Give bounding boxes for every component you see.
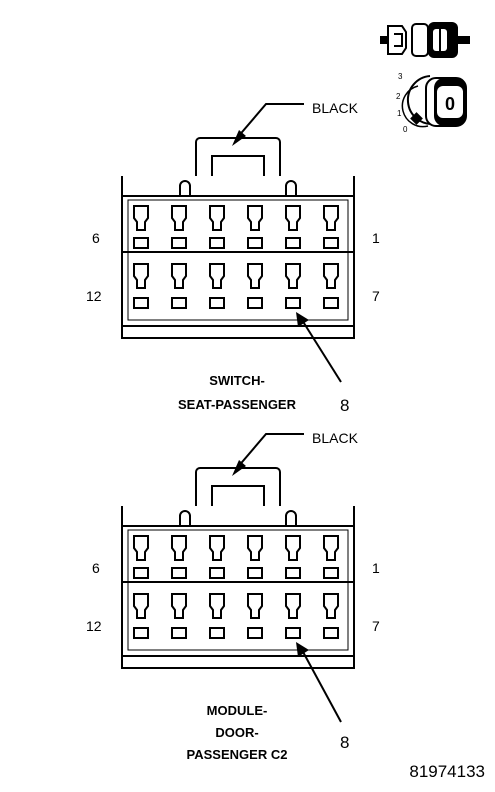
- connector-housing: [121, 467, 355, 669]
- figure-number: 81974133: [409, 762, 485, 781]
- connector-title-line-1: MODULE-: [207, 703, 268, 718]
- pin-cavities: [133, 205, 339, 309]
- pin-label-1: 1: [372, 560, 380, 576]
- legend-scale-1: 1: [397, 109, 402, 118]
- legend-key-symbol: 0: [445, 94, 455, 114]
- connector-title-line-2: DOOR-: [215, 725, 258, 740]
- connector-view-key-icon: 3 2 1 0 0: [380, 22, 470, 134]
- connector-title-line-2: SEAT-PASSENGER: [178, 397, 297, 412]
- pin-label-1: 1: [372, 230, 380, 246]
- callout-pin-8: 8: [340, 396, 349, 415]
- connector-title-line-1: SWITCH-: [209, 373, 265, 388]
- legend-scale-2: 2: [396, 92, 401, 101]
- pin-label-12: 12: [86, 288, 102, 304]
- connector-title-line-3: PASSENGER C2: [187, 747, 288, 762]
- legend-scale-3: 3: [398, 72, 403, 81]
- pin-label-6: 6: [92, 560, 100, 576]
- pin-label-12: 12: [86, 618, 102, 634]
- pin-cavity: [133, 205, 149, 309]
- connector-color-label: BLACK: [312, 430, 359, 446]
- callout-pin-8: 8: [340, 733, 349, 752]
- connector-module-door-passenger-c2: BLACK: [86, 430, 380, 762]
- pin-label-7: 7: [372, 288, 380, 304]
- connector-housing: [121, 137, 355, 339]
- legend-scale-0: 0: [403, 125, 408, 134]
- pin-cavities: [133, 535, 339, 639]
- connector-switch-seat-passenger: BLACK: [86, 100, 380, 415]
- connector-color-label: BLACK: [312, 100, 359, 116]
- pin-label-7: 7: [372, 618, 380, 634]
- pin-label-6: 6: [92, 230, 100, 246]
